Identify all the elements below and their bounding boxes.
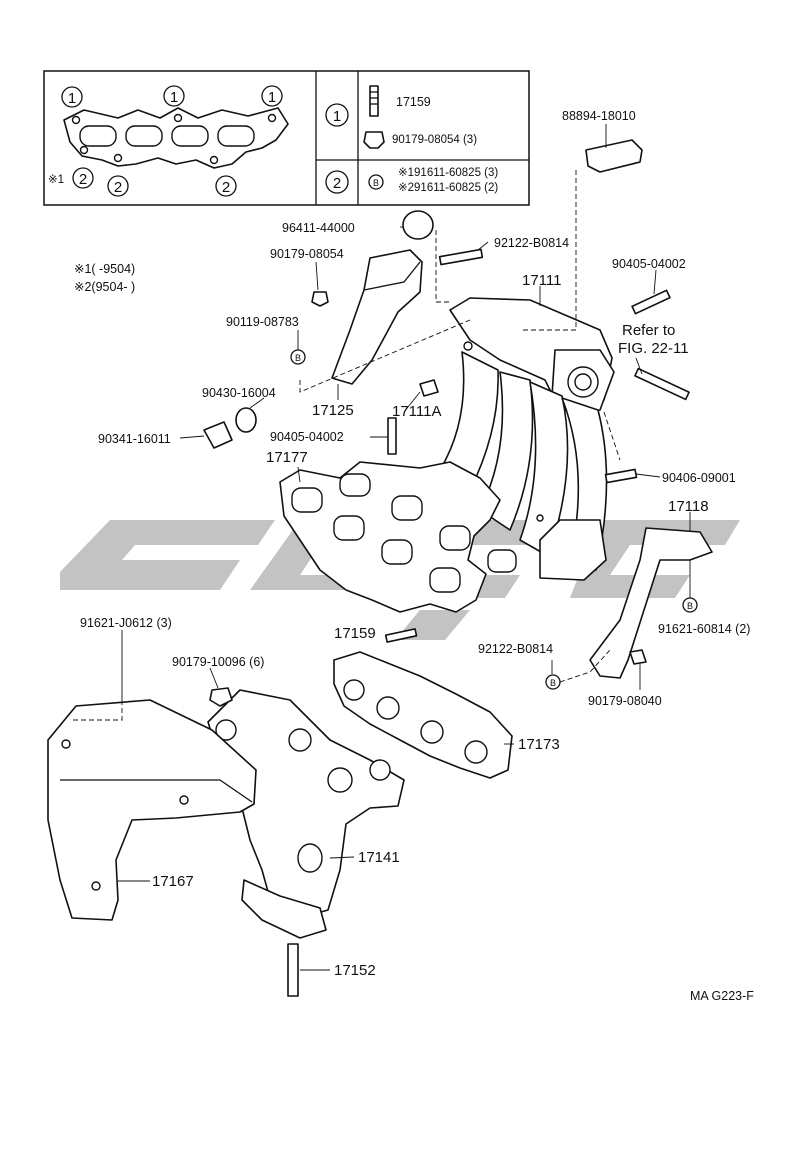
label-fig-22-11: FIG. 22-11 [618,340,689,357]
label-17152: 17152 [334,962,376,979]
label-90406-09001: 90406-09001 [662,471,736,485]
nut-icon [363,131,385,149]
stud-90406 [604,468,638,484]
nut-90179-10096 [209,687,233,707]
label-91621-60814: 91621-60814 (2) [658,622,750,636]
legend-part-291611: ※291611-60825 (2) [398,182,498,194]
svg-text:B: B [373,178,379,188]
leader-lines [70,124,691,971]
stud-icon [369,85,379,117]
manifold-stay [331,249,423,385]
svg-text:2: 2 [333,175,341,192]
stud-17152 [287,943,299,997]
heat-insulator [47,699,257,921]
label-17177: 17177 [266,449,308,466]
legend-bolt-b-marker: B [368,174,384,190]
label-90430-16004: 90430-16004 [202,386,276,400]
stud-90405-top [631,289,671,315]
legend-box: 1 1 1 ※1 2 2 2 1 2 [43,70,530,206]
svg-text:2: 2 [222,179,230,196]
svg-text:2: 2 [79,171,87,188]
svg-text:1: 1 [170,89,178,106]
label-90119-08783: 90119-08783 [226,315,299,329]
note-2: ※2(9504- ) [74,280,135,294]
bolt-b-text-3: B [550,678,556,688]
vacuum-fitting [585,139,643,173]
label-91621-j0612: 91621-J0612 (3) [80,616,172,630]
note-1: ※1( -9504) [74,262,135,276]
label-88894-18010: 88894-18010 [562,109,636,123]
stud-fig22 [634,367,690,401]
gasket-90430 [235,407,257,433]
label-90405-04002-top: 90405-04002 [612,257,686,271]
legend-callout-2a: 2 [72,167,94,189]
label-90405-04002-mid: 90405-04002 [270,430,344,444]
legend-callout-1c: 1 [261,85,283,107]
legend-callout-2c: 2 [215,175,237,197]
bolt-17111A [419,379,439,397]
plug-cap [402,210,434,240]
svg-text:2: 2 [114,179,122,196]
legend-row2-marker: 2 [325,170,349,194]
label-17125: 17125 [312,402,354,419]
label-96411-44000: 96411-44000 [282,221,355,235]
label-92122-b0814-top: 92122-B0814 [494,236,569,250]
legend-callout-2b: 2 [107,175,129,197]
legend-callout-1a: 1 [61,86,83,108]
svg-text:1: 1 [268,89,276,106]
label-17159: 17159 [334,625,376,642]
stud-17159 [384,628,418,643]
exhaust-gasket [333,651,513,779]
stud-90405-mid [387,417,397,455]
figure-code: MA G223-F [690,989,754,1003]
label-17141: 17141 [358,849,400,866]
svg-text:1: 1 [68,90,76,107]
exhaust-manifold [207,689,405,939]
legend-row1-marker: 1 [325,103,349,127]
plug-90341 [203,421,233,449]
label-90179-10096: 90179-10096 (6) [172,655,264,669]
label-refer-to: Refer to [622,322,675,339]
label-17173: 17173 [518,736,560,753]
nut-90179-08054 [311,291,329,307]
legend-part-191611: ※191611-60825 (3) [398,167,498,179]
label-90341-16011: 90341-16011 [98,432,171,446]
bolt-b-text-2: B [687,601,693,611]
svg-text:1: 1 [333,108,341,125]
legend-part-90179-08054: 90179-08054 (3) [392,134,477,146]
label-17118: 17118 [668,498,709,515]
part-labels: 88894-18010 96411-44000 92122-B0814 9017… [80,109,754,1003]
label-17111a: 17111A [392,403,442,420]
intake-manifold [439,297,615,581]
label-17167: 17167 [152,873,194,890]
stud-92122-top [438,248,484,266]
label-92122-b0814-bot: 92122-B0814 [478,642,553,656]
legend-part-17159: 17159 [396,95,431,109]
intake-gasket [279,461,517,613]
bolt-b-text-1: B [295,353,301,363]
legend-star-prefix: ※1 [48,174,64,186]
legend-callout-1b: 1 [163,85,185,107]
manifold-bracket [589,527,713,679]
label-90179-08054: 90179-08054 [270,247,344,261]
label-90179-08040: 90179-08040 [588,694,662,708]
label-17111: 17111 [522,272,562,289]
nut-90179-08040 [629,649,647,665]
